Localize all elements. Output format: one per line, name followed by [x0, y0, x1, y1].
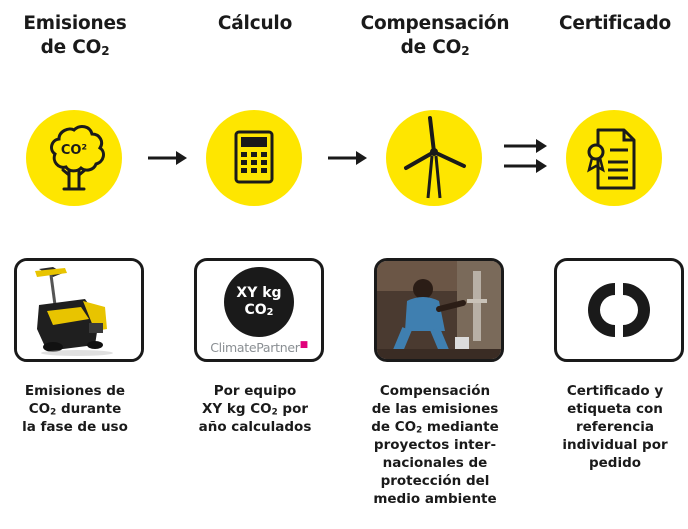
- step-caption: Certificado y etiqueta con referencia in…: [562, 383, 668, 471]
- double-arrow-right-icon: [504, 139, 547, 173]
- climate-neutral-logo: [554, 258, 684, 362]
- step-heading: Compensación de CO2: [360, 13, 510, 58]
- arrow-right-icon: [148, 151, 187, 165]
- step-heading: Emisiones de CO2: [23, 13, 127, 58]
- step-caption: Compensación de las emisiones de CO2 med…: [371, 383, 499, 507]
- arrow-right-icon: [328, 151, 367, 165]
- machine-image: [14, 258, 144, 362]
- step-caption: Emisiones de CO2 durante la fase de uso: [22, 383, 128, 435]
- calculation-card: XY kg CO2 ClimatePartner■: [194, 258, 324, 362]
- water-pump-photo: [374, 258, 504, 362]
- co2-amount-badge: XY kg CO2: [224, 267, 294, 337]
- calculator-icon: [206, 110, 302, 206]
- step-caption: Por equipo XY kg CO2 por año calculados: [198, 383, 312, 435]
- step-heading: Cálculo: [217, 13, 293, 34]
- climatepartner-logo: ClimatePartner■: [210, 340, 308, 355]
- step-heading: Certificado: [558, 13, 672, 34]
- wind-turbine-icon: [386, 110, 482, 206]
- certificate-icon: [566, 110, 662, 206]
- tree-co2-icon: CO²: [26, 110, 122, 206]
- co2-label: CO²: [61, 143, 87, 158]
